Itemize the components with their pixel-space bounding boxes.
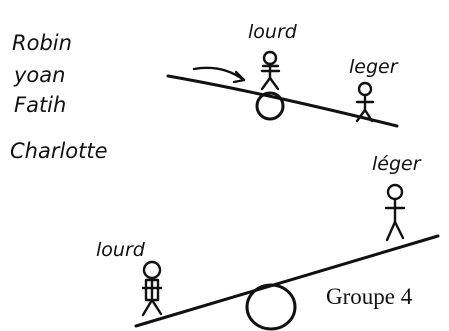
heavy-label-top: lourd xyxy=(248,21,298,43)
top-seesaw: lourd leger xyxy=(166,21,399,128)
push-arrow-icon xyxy=(192,66,246,84)
student-name: Charlotte xyxy=(10,139,108,163)
light-label-top: leger xyxy=(349,56,399,78)
bottom-fulcrum xyxy=(245,283,297,331)
bottom-seesaw: lourd léger xyxy=(96,153,440,331)
student-names: Robin yoan Fatih Charlotte xyxy=(10,31,108,163)
top-fulcrum xyxy=(255,91,285,121)
light-figure-top xyxy=(355,81,375,123)
heavy-label-bottom: lourd xyxy=(96,239,146,261)
heavy-figure-top xyxy=(260,50,281,91)
student-name: yoan xyxy=(13,63,65,87)
student-name: Robin xyxy=(12,31,72,55)
heavy-figure-bottom xyxy=(141,260,163,317)
group-caption: Groupe 4 xyxy=(326,284,413,309)
light-label-bottom: léger xyxy=(372,153,422,175)
student-name: Fatih xyxy=(14,93,66,117)
bottom-plank xyxy=(134,234,440,328)
light-figure-bottom xyxy=(384,183,406,242)
top-plank xyxy=(166,74,399,128)
